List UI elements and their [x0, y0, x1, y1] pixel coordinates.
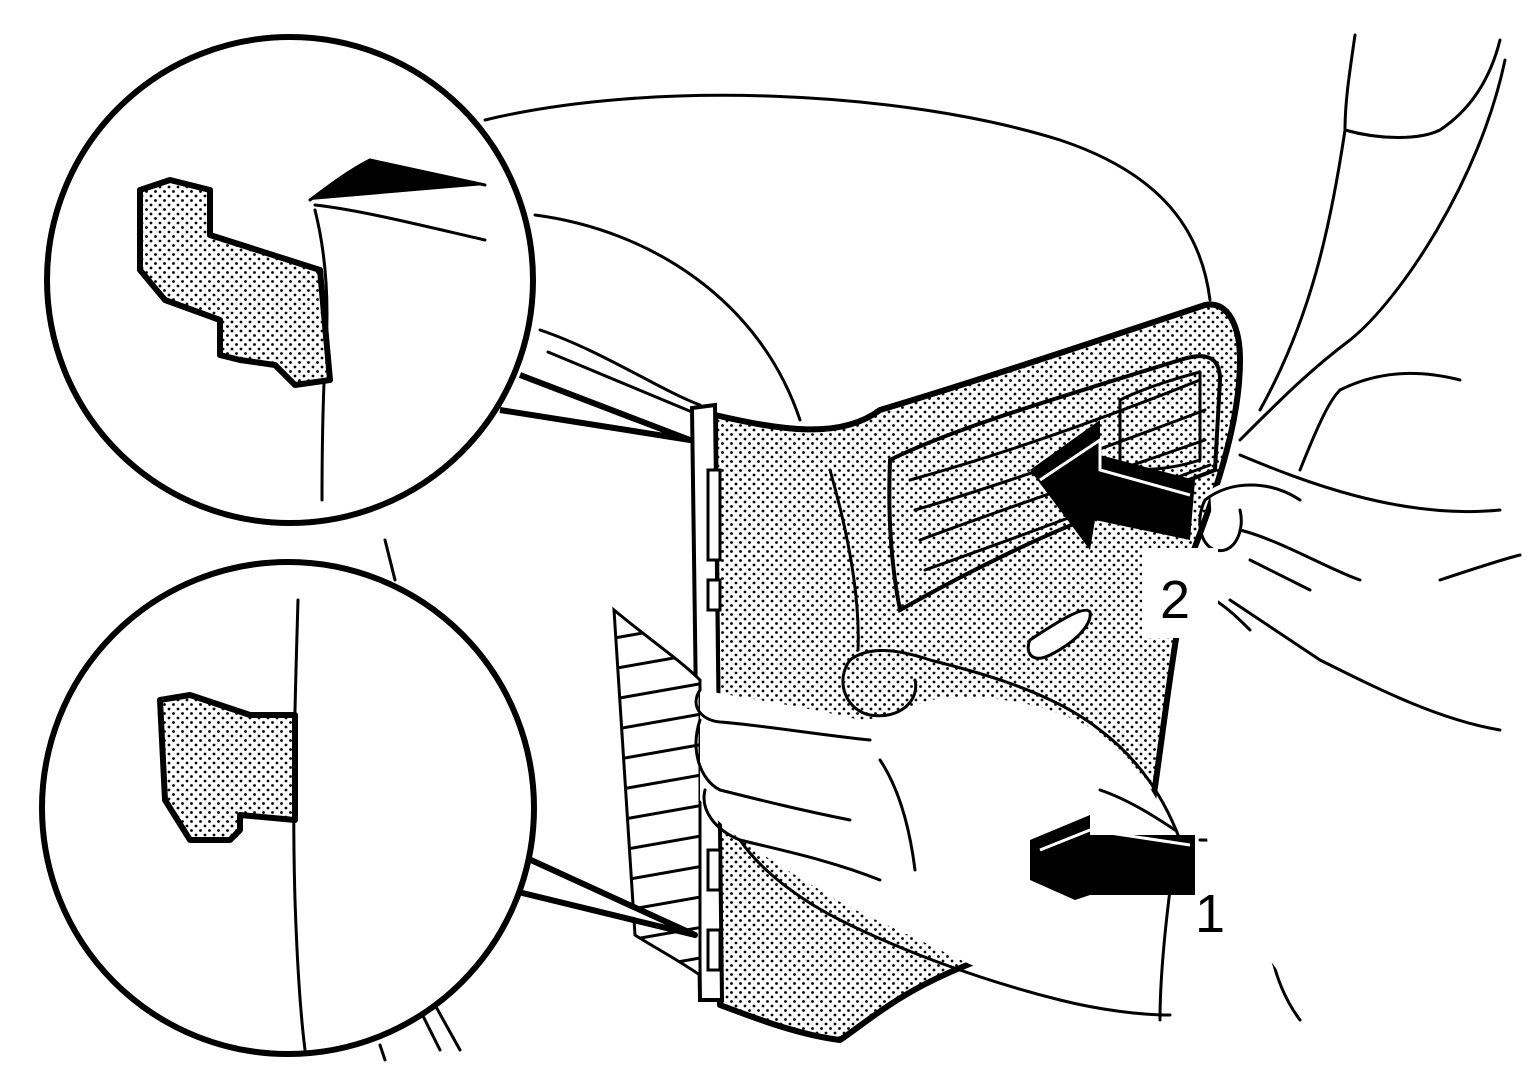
callout-label-2: 2	[1160, 570, 1190, 630]
right-hand	[1198, 479, 1530, 1001]
arrow-1	[1030, 815, 1195, 900]
hatched-console-side	[612, 606, 702, 978]
detail-circle-lower	[39, 559, 698, 1057]
arrow-2	[1030, 420, 1218, 638]
callout-label-1: 1	[1195, 884, 1225, 944]
left-hand	[694, 649, 1182, 1022]
detail-circle-upper	[44, 34, 693, 526]
